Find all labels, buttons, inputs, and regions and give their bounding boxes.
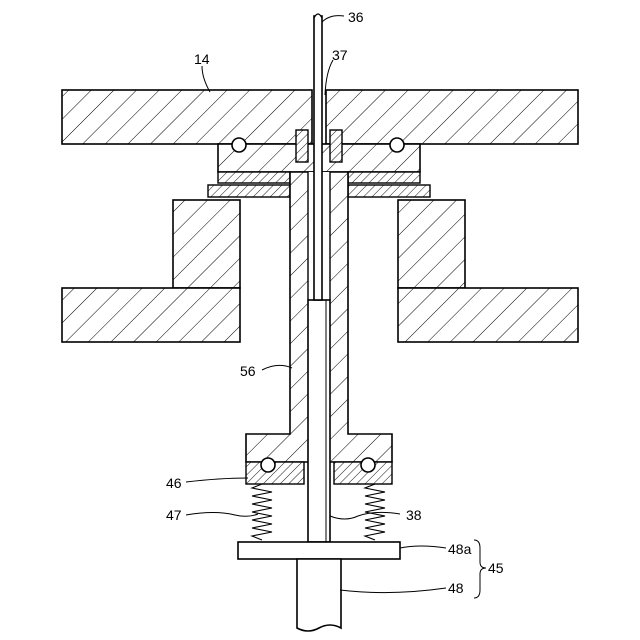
label-38: 38 [406,507,422,523]
lower-plate-left [62,288,240,342]
leader-38 [330,512,400,519]
label-46: 46 [166,475,182,491]
label-48a: 48a [448,541,472,557]
wire-36-tip [314,14,322,18]
label-14: 14 [194,51,210,67]
lower-left-ball [261,458,275,472]
label-45: 45 [488,560,504,576]
label-56: 56 [240,363,256,379]
leader-14 [202,66,210,92]
lower-right-washer [348,185,430,197]
upper-left-washer [218,172,290,183]
wire-36 [314,16,322,300]
top-plate [62,90,312,144]
leader-46 [186,478,248,482]
left-insert [296,130,308,162]
upper-left-ball [232,138,246,152]
leader-36 [322,16,344,22]
bracket-45 [474,540,486,598]
right-insert [330,130,342,162]
leader-47 [186,513,258,517]
lower-left-washer [208,185,290,197]
leader-48 [340,588,446,593]
label-36: 36 [348,9,364,25]
piston-rod-38 [308,300,330,542]
left-support-block [173,200,240,288]
top-plate-right [326,90,578,144]
leader-48a [400,546,446,548]
label-37: 37 [332,47,348,63]
left-spring-47 [252,484,272,540]
lower-rod-48 [297,559,341,631]
leader-56 [262,365,292,370]
base-plate-48a [238,542,400,559]
lower-plate-right [398,288,578,342]
label-47: 47 [166,507,182,523]
upper-right-ball [390,138,404,152]
lower-right-ball [361,458,375,472]
label-48: 48 [448,580,464,596]
right-support-block [398,200,465,288]
upper-right-washer [348,172,420,183]
